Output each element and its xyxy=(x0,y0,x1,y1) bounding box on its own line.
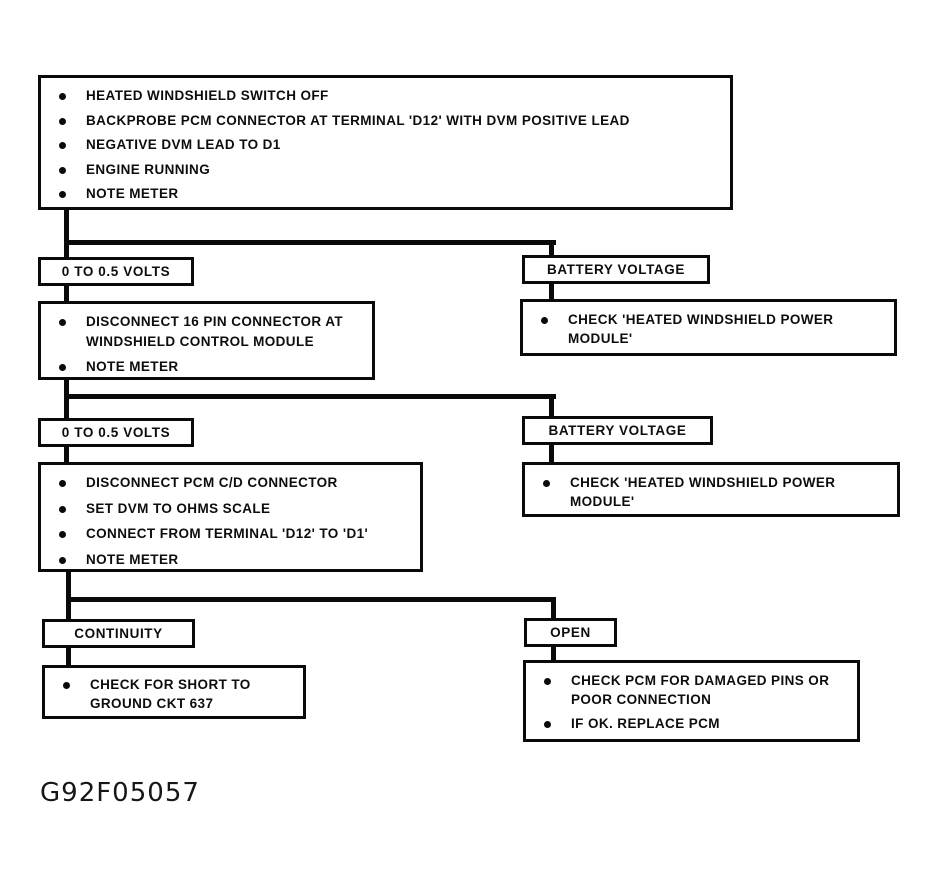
bullet-icon xyxy=(59,142,66,149)
step-text: HEATED WINDSHIELD SWITCH OFF xyxy=(86,88,329,103)
step-text: CHECK 'HEATED WINDSHIELD POWER MODULE' xyxy=(568,312,834,346)
bullet-icon xyxy=(541,317,548,324)
connector-right-drop-2 xyxy=(549,394,554,419)
connector-right-drop-3 xyxy=(551,597,556,621)
bullet-icon xyxy=(544,678,551,685)
result-label: BATTERY VOLTAGE xyxy=(522,416,713,445)
bullet-icon xyxy=(59,364,66,371)
bullet-icon xyxy=(59,319,66,326)
step-text: NOTE METER xyxy=(86,359,179,374)
bullet-icon xyxy=(59,531,66,538)
bullet-icon xyxy=(543,480,550,487)
bullet-icon xyxy=(59,117,66,125)
step-bullet: IF OK. REPLACE PCM xyxy=(534,714,847,733)
step-bullet: ENGINE RUNNING xyxy=(49,160,720,181)
start-step-box: HEATED WINDSHIELD SWITCH OFF BACKPROBE P… xyxy=(38,75,733,210)
step-text: NOTE METER xyxy=(86,551,179,567)
step-text: NOTE METER xyxy=(86,186,179,201)
connector-right-drop-1 xyxy=(549,240,554,258)
step-text: DISCONNECT 16 PIN CONNECTOR AT WINDSHIEL… xyxy=(86,314,344,349)
step-bullet: SET DVM TO OHMS SCALE xyxy=(49,499,410,519)
step-bullet: CHECK PCM FOR DAMAGED PINS OR POOR CONNE… xyxy=(534,671,847,709)
step-bullet: CONNECT FROM TERMINAL 'D12' TO 'D1' xyxy=(49,524,410,544)
step-text: CONNECT FROM TERMINAL 'D12' TO 'D1' xyxy=(86,526,369,541)
step-bullet: CHECK 'HEATED WINDSHIELD POWER MODULE' xyxy=(531,310,884,348)
step-bullet: NOTE METER xyxy=(49,550,410,570)
bullet-icon xyxy=(59,556,66,564)
step-bullet: NOTE METER xyxy=(49,357,362,377)
action-step-box: DISCONNECT 16 PIN CONNECTOR AT WINDSHIEL… xyxy=(38,301,375,380)
result-label: OPEN xyxy=(524,618,617,647)
connector-branch-3 xyxy=(66,597,556,602)
step-text: IF OK. REPLACE PCM xyxy=(571,716,720,731)
action-step-box: CHECK FOR SHORT TO GROUND CKT 637 xyxy=(42,665,306,719)
bullet-icon xyxy=(59,480,66,487)
connector-branch-1 xyxy=(64,240,556,245)
connector-trunk-2 xyxy=(64,378,69,421)
action-step-box: CHECK PCM FOR DAMAGED PINS OR POOR CONNE… xyxy=(523,660,860,742)
step-text: ENGINE RUNNING xyxy=(86,161,211,177)
step-bullet: DISCONNECT 16 PIN CONNECTOR AT WINDSHIEL… xyxy=(49,312,362,352)
result-label: 0 TO 0.5 VOLTS xyxy=(38,418,194,447)
connector-right-stub-1 xyxy=(549,282,554,302)
step-bullet: HEATED WINDSHIELD SWITCH OFF xyxy=(49,86,720,107)
bullet-icon xyxy=(63,682,70,689)
step-bullet: CHECK 'HEATED WINDSHIELD POWER MODULE' xyxy=(533,473,887,511)
bullet-icon xyxy=(59,93,66,100)
step-text: CHECK FOR SHORT TO GROUND CKT 637 xyxy=(90,677,251,711)
step-text: BACKPROBE PCM CONNECTOR AT TERMINAL 'D12… xyxy=(86,112,630,128)
step-bullet: NOTE METER xyxy=(49,184,720,205)
step-bullet: CHECK FOR SHORT TO GROUND CKT 637 xyxy=(53,675,293,713)
step-bullet: NEGATIVE DVM LEAD TO D1 xyxy=(49,135,720,156)
connector-right-stub-3 xyxy=(551,645,556,663)
connector-left-stub-1 xyxy=(64,284,69,304)
bullet-icon xyxy=(544,721,551,728)
connector-right-stub-2 xyxy=(549,443,554,465)
step-bullet: DISCONNECT PCM C/D CONNECTOR xyxy=(49,473,410,493)
action-step-box: DISCONNECT PCM C/D CONNECTOR SET DVM TO … xyxy=(38,462,423,572)
step-text: DISCONNECT PCM C/D CONNECTOR xyxy=(86,475,338,490)
step-text: CHECK 'HEATED WINDSHIELD POWER MODULE' xyxy=(570,475,836,509)
connector-trunk-3 xyxy=(66,570,71,622)
step-text: NEGATIVE DVM LEAD TO D1 xyxy=(86,137,281,152)
connector-trunk-1 xyxy=(64,206,69,260)
result-label: CONTINUITY xyxy=(42,619,195,648)
step-text: CHECK PCM FOR DAMAGED PINS OR POOR CONNE… xyxy=(571,673,830,707)
connector-left-stub-3 xyxy=(66,646,71,668)
result-label: 0 TO 0.5 VOLTS xyxy=(38,257,194,286)
action-step-box: CHECK 'HEATED WINDSHIELD POWER MODULE' xyxy=(522,462,900,517)
bullet-icon xyxy=(59,166,66,174)
connector-branch-2 xyxy=(64,394,556,399)
result-label: BATTERY VOLTAGE xyxy=(522,255,710,284)
bullet-icon xyxy=(59,505,66,513)
action-step-box: CHECK 'HEATED WINDSHIELD POWER MODULE' xyxy=(520,299,897,356)
step-bullet: BACKPROBE PCM CONNECTOR AT TERMINAL 'D12… xyxy=(49,111,720,132)
step-text: SET DVM TO OHMS SCALE xyxy=(86,500,271,516)
figure-id: G92F05057 xyxy=(40,778,200,808)
bullet-icon xyxy=(59,191,66,198)
connector-left-stub-2 xyxy=(64,445,69,465)
